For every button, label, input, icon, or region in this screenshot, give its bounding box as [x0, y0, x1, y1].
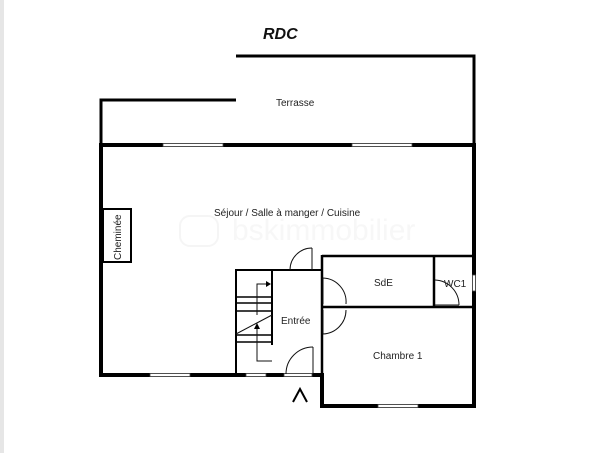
entrance-arrow-icon — [292, 386, 308, 403]
window-wc — [472, 274, 476, 292]
window-top-left — [162, 143, 224, 147]
room-label-terrasse: Terrasse — [276, 98, 315, 109]
terrasse-outline — [99, 54, 476, 145]
room-label-sejour: Séjour / Salle à manger / Cuisine — [214, 208, 361, 219]
fireplace-box — [102, 208, 132, 263]
main-walls — [99, 143, 476, 408]
room-label-wc1: WC1 — [444, 279, 467, 290]
room-label-chambre1: Chambre 1 — [373, 351, 423, 362]
watermark-text: bskimmobilier — [232, 214, 415, 247]
door-chambre — [322, 309, 347, 335]
interior-walls-right — [320, 254, 474, 375]
watermark: bskimmobilier — [179, 214, 415, 247]
front-door — [285, 346, 314, 375]
floor-title: RDC — [263, 26, 298, 43]
window-bottom-sejour — [149, 373, 191, 377]
entry-door-opening — [283, 373, 313, 377]
window-bottom-chambre — [377, 404, 419, 408]
room-label-cheminee: Cheminée — [113, 214, 124, 260]
door-entree-sejour — [289, 247, 313, 271]
window-bottom-stair — [245, 373, 267, 377]
room-label-entree: Entrée — [281, 316, 311, 327]
stair-block — [235, 269, 322, 375]
door-sde — [322, 277, 347, 305]
door-wc — [434, 279, 460, 306]
window-top-right — [351, 143, 413, 147]
room-label-sde: SdE — [374, 278, 393, 289]
page-edge-strip — [0, 0, 4, 453]
